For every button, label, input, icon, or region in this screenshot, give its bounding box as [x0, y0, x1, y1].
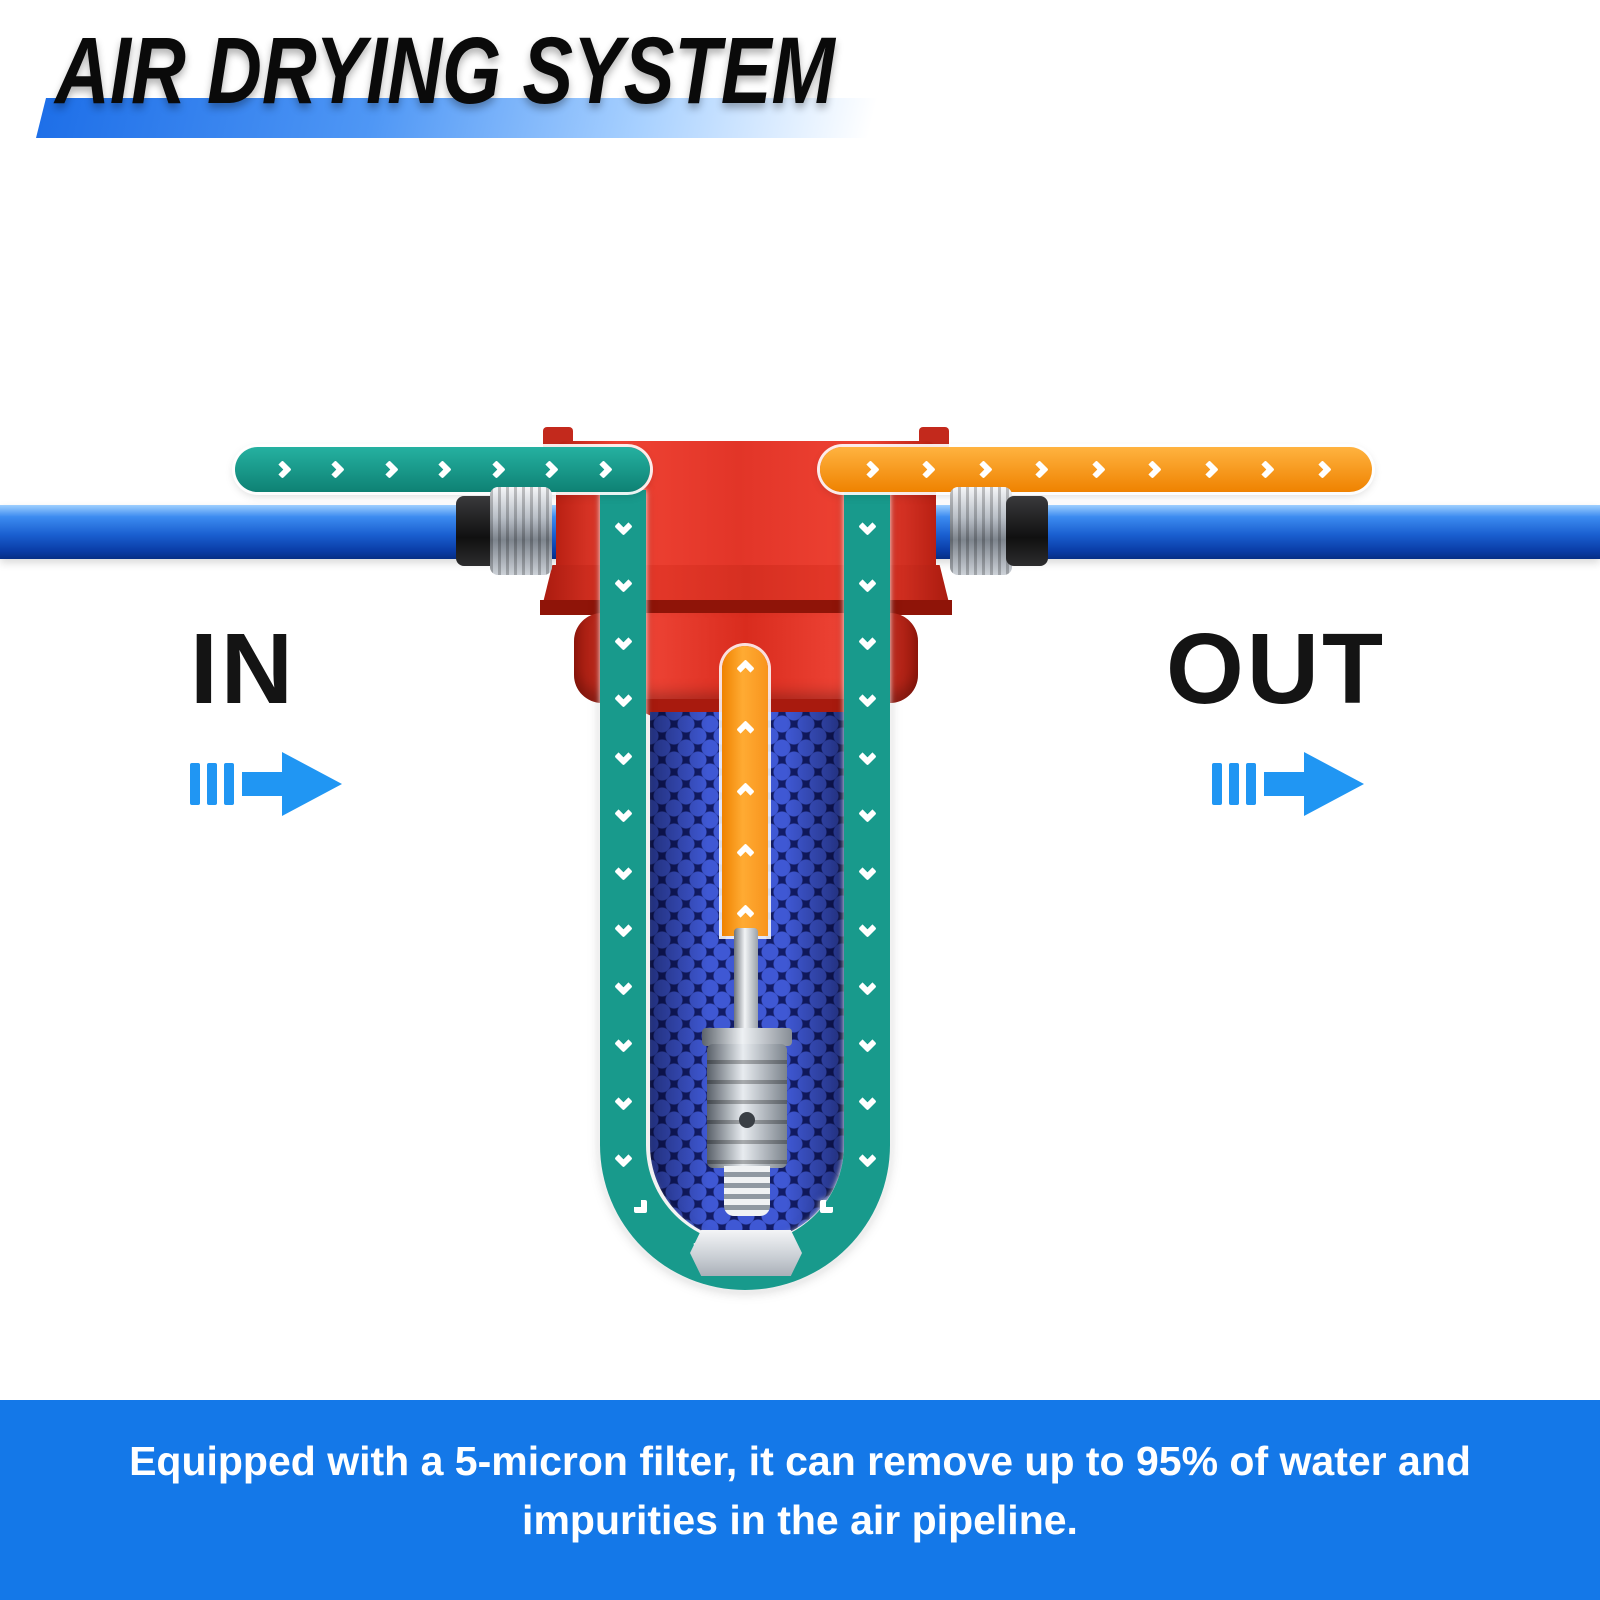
in-label: IN [190, 613, 296, 725]
flow-chevron-icon [593, 460, 613, 479]
flow-chevron-icon [433, 460, 452, 479]
flow-chevron-icon [613, 574, 633, 594]
page-title: AIR DRYING SYSTEM [55, 18, 835, 124]
flow-chevron-icon [857, 1091, 877, 1111]
flow-chevron-icon [1143, 460, 1162, 479]
flow-chevron-icon [613, 747, 633, 766]
flow-chevron-icon [634, 1200, 647, 1213]
inlet-tube [235, 447, 650, 492]
flow-chevron-icon [326, 460, 345, 479]
in-flow-arrow-icon [190, 752, 342, 816]
flow-chevron-icon [857, 1034, 877, 1053]
flow-chevron-icon [613, 1034, 633, 1053]
flow-chevron-icon [540, 460, 559, 479]
flow-chevron-icon [613, 1149, 633, 1168]
flow-chevron-icon [613, 632, 633, 651]
flow-chevron-icon [272, 460, 292, 479]
pipe-fitting-left [490, 487, 552, 575]
flow-chevron-icon [857, 862, 877, 881]
flow-chevron-icon [735, 843, 755, 862]
flow-chevron-icon [857, 747, 877, 766]
flow-chevron-icon [1030, 460, 1049, 479]
flow-chevron-icon [1199, 460, 1219, 479]
pipe-fitting-right [950, 487, 1012, 575]
downflow-chevrons-left [607, 517, 639, 1168]
center-riser-tube [722, 646, 768, 936]
title-section: AIR DRYING SYSTEM [36, 18, 975, 154]
valve-port [739, 1112, 755, 1128]
flow-chevron-icon [379, 460, 399, 479]
outlet-tube [820, 447, 1372, 492]
flow-chevron-icon [1312, 460, 1332, 479]
flow-chevron-icon [613, 919, 633, 938]
info-banner: Equipped with a 5-micron filter, it can … [0, 1400, 1600, 1600]
flow-chevron-icon [973, 460, 993, 479]
flow-chevron-icon [820, 1200, 833, 1213]
flow-chevron-icon [613, 1091, 633, 1111]
drain-valve-flange [702, 1028, 792, 1046]
flow-chevron-icon [857, 517, 877, 536]
flow-chevron-icon [857, 976, 877, 996]
banner-text: Equipped with a 5-micron filter, it can … [129, 1438, 1471, 1544]
flow-chevron-icon [613, 976, 633, 996]
downflow-chevrons-right [851, 517, 883, 1168]
flow-chevron-icon [613, 517, 633, 536]
flow-chevron-icon [857, 632, 877, 651]
upflow-chevrons [722, 646, 768, 936]
drain-valve-threads [724, 1166, 770, 1216]
drain-valve-body [707, 1044, 787, 1168]
flow-chevron-icon [857, 804, 877, 823]
u-tube-outline [600, 490, 890, 1290]
flow-chevron-icon [860, 460, 880, 479]
flow-chevron-icon [735, 720, 755, 739]
flow-chevron-icon [613, 862, 633, 881]
flow-chevron-icon [857, 919, 877, 938]
out-flow-arrow-icon [1212, 752, 1364, 816]
out-label: OUT [1166, 613, 1387, 725]
flow-chevron-icon [857, 1149, 877, 1168]
flow-chevron-icon [735, 781, 755, 801]
flow-chevron-icon [486, 460, 506, 479]
flow-chevron-icon [1256, 460, 1275, 479]
fitting-collar-right [1006, 496, 1048, 566]
bowl-drain-nut [690, 1230, 802, 1276]
flow-chevron-icon [1086, 460, 1106, 479]
flow-chevron-icon [857, 689, 877, 709]
flow-chevron-icon [917, 460, 936, 479]
valve-stem [734, 928, 758, 1036]
flow-chevron-icon [613, 689, 633, 709]
flow-chevron-icon [735, 904, 755, 923]
flow-chevron-icon [735, 659, 755, 678]
flow-chevron-icon [857, 574, 877, 594]
flow-chevron-icon [613, 804, 633, 823]
